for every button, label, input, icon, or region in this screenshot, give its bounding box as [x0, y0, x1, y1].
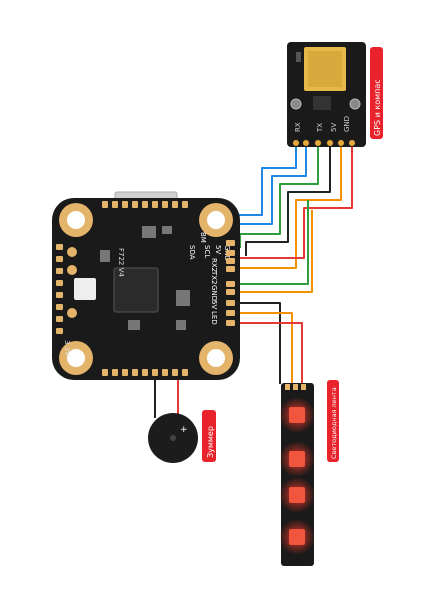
- fc-pin-label: GND: [210, 285, 218, 301]
- wire-black-led: [236, 302, 281, 384]
- fc-pin-label: TX2: [210, 270, 218, 285]
- flight-controller: F722 V4 3.3V BM SDA SCL 5V GND LED 5V GN…: [52, 191, 240, 380]
- wire-red-gps: [236, 145, 353, 259]
- gps-pin-label: TX: [316, 123, 324, 133]
- fc-pad: [67, 308, 77, 318]
- led-label: Светодиодная лента: [330, 387, 338, 459]
- wire-blue-1: [230, 145, 297, 216]
- gps-pin-label: 5V: [330, 123, 338, 132]
- mcu-chip: [113, 267, 159, 313]
- fc-mount-holes: [59, 203, 233, 375]
- fc-pin-label: SDA: [188, 245, 196, 260]
- gps-label: GPS и компас: [373, 79, 382, 136]
- fc-model-label: F722 V4: [117, 248, 125, 277]
- fc-side-pin-labels: LED 5V GND TX2 RX2: [210, 258, 218, 325]
- gps-pin-labels: RX TX 5V GND: [294, 116, 351, 133]
- led-strip: Светодиодная лента: [279, 380, 339, 566]
- fc-pin-label: LED: [210, 311, 218, 325]
- gps-mount-hole: [290, 98, 302, 110]
- buzzer-label-tag: [202, 410, 216, 462]
- led-label-tag: [327, 380, 339, 462]
- wire-black-gps: [245, 145, 331, 256]
- wire-green-tx: [236, 200, 309, 285]
- fc-pin-label: SCL: [203, 245, 211, 258]
- wire-red-led: [236, 322, 303, 384]
- fc-voltage-label: 3.3V: [63, 340, 71, 356]
- fc-pin-label: BM: [199, 232, 207, 243]
- buzzer-plus-icon: +: [180, 425, 188, 435]
- gps-pin-pads: [292, 139, 356, 147]
- wire-orange-led: [236, 312, 293, 384]
- led-strip-pads: [285, 384, 306, 390]
- gps-chip: [296, 52, 301, 62]
- gps-label-tag: [370, 47, 383, 139]
- fc-component: [74, 278, 96, 300]
- wire-orange-gps: [236, 145, 342, 269]
- gps-mount-hole: [349, 98, 361, 110]
- led: [289, 451, 305, 467]
- gps-pin-label: GND: [343, 116, 351, 132]
- fc-pad: [67, 247, 77, 257]
- fc-pad: [67, 265, 77, 275]
- fc-pin-label: 5V: [210, 300, 218, 309]
- gps-module: RX TX 5V GND GPS и компас: [287, 42, 383, 147]
- led: [289, 487, 305, 503]
- wire-orange-rx: [236, 210, 313, 293]
- buzzer-label: Зуммер: [206, 426, 215, 458]
- fc-pin-label: RX2: [210, 258, 218, 272]
- fc-small-components: [100, 226, 190, 330]
- fc-pin-label: 5V: [214, 245, 222, 254]
- leds: [279, 397, 315, 555]
- fc-edge-pads: [56, 201, 188, 376]
- led: [289, 529, 305, 545]
- led: [289, 407, 305, 423]
- fc-side-pin-pads: [226, 240, 235, 326]
- gps-pin-label: RX: [294, 122, 302, 132]
- buzzer: + Зуммер: [148, 410, 216, 463]
